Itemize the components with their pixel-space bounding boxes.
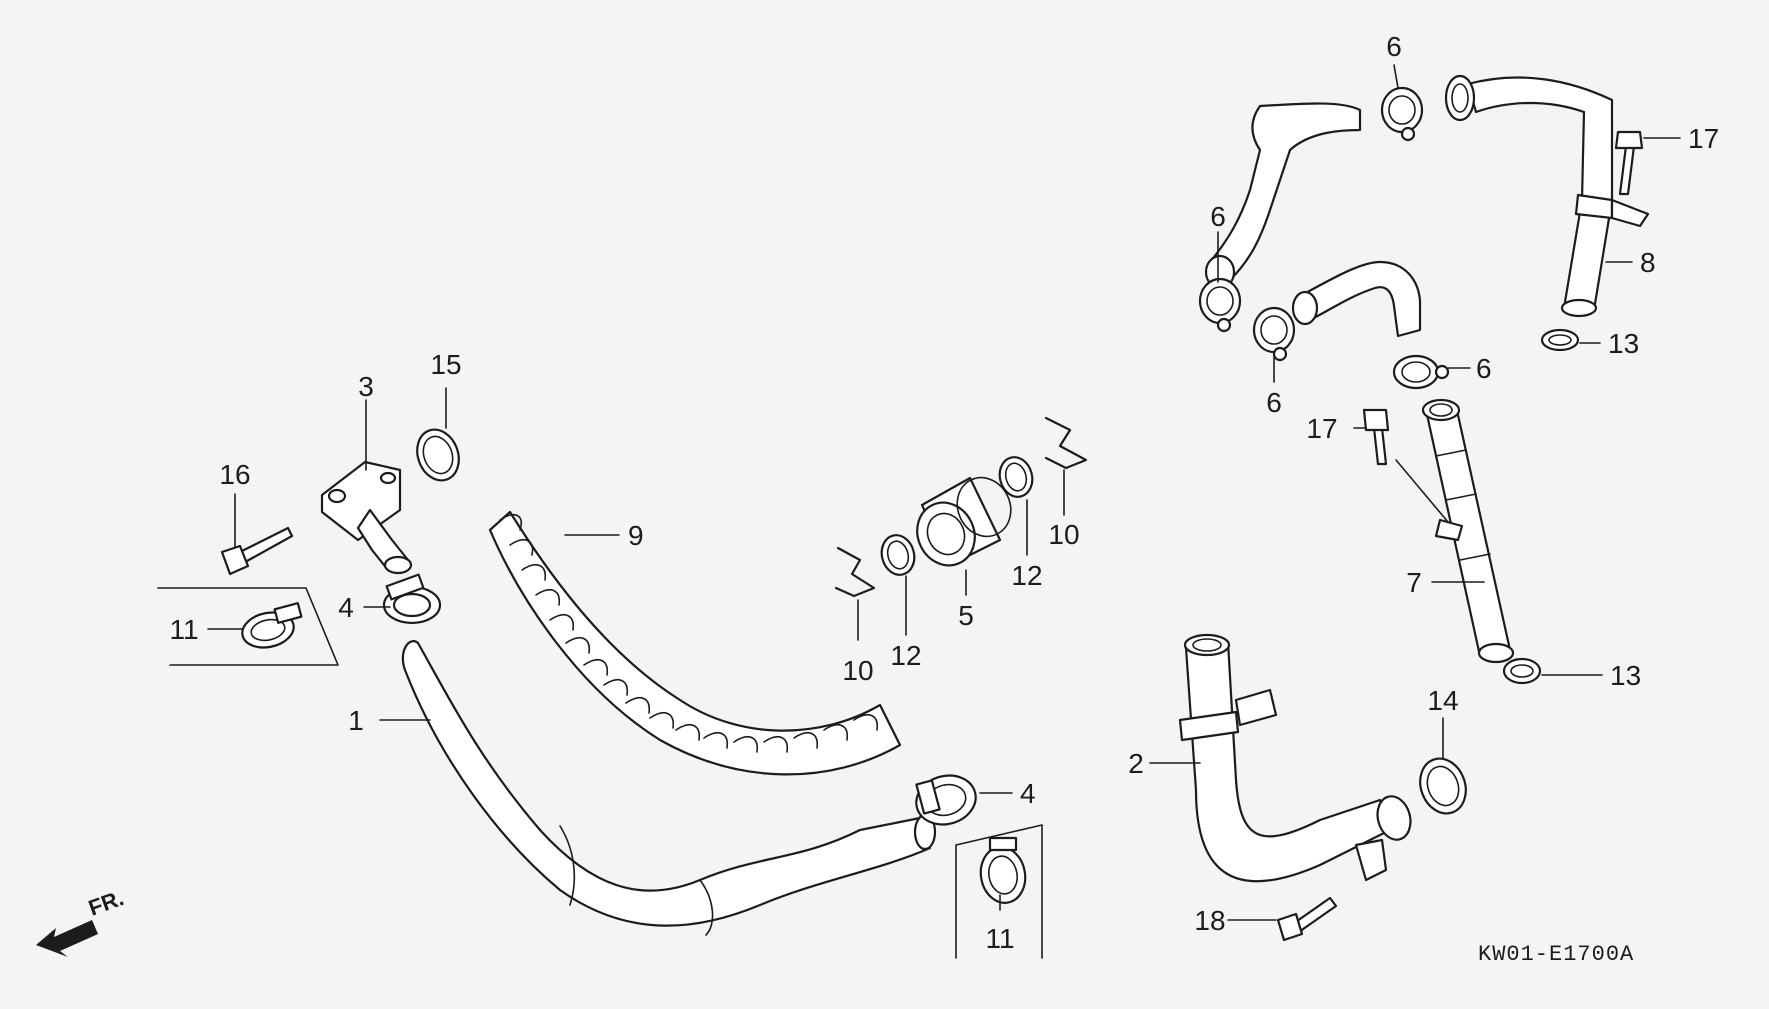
callout-14: 14 <box>1427 685 1458 716</box>
part-6-clamp-top <box>1380 86 1424 142</box>
callout-6-middle: 6 <box>1266 387 1282 418</box>
front-label: FR. <box>85 885 127 921</box>
callout-16: 16 <box>219 459 250 490</box>
part-2-water-pipe <box>1178 633 1412 883</box>
part-13-o-ring-lower <box>1502 657 1542 685</box>
part-10-clip-left <box>834 546 876 598</box>
callout-6-top: 6 <box>1386 31 1402 62</box>
front-direction-marker: FR. <box>36 885 127 957</box>
callout-1: 1 <box>348 705 364 736</box>
part-14-o-ring <box>1419 757 1467 815</box>
callout-12-right: 12 <box>1011 560 1042 591</box>
part-18-bolt <box>1276 896 1338 942</box>
part-6-clamp-right <box>1392 354 1450 390</box>
callout-10-right: 10 <box>1048 519 1079 550</box>
callout-12-left: 12 <box>890 640 921 671</box>
small-hose-lower <box>1291 260 1422 338</box>
part-3-outlet-cover <box>320 460 413 575</box>
callout-10-left: 10 <box>842 655 873 686</box>
part-15-o-ring <box>416 428 460 482</box>
part-17-bolt-lower <box>1362 408 1390 466</box>
part-7-water-pipe <box>1395 398 1515 664</box>
part-10-clip-right <box>1044 416 1088 470</box>
part-4-hose-clamp-upper <box>382 573 442 625</box>
part-9-corrugated-protector <box>488 510 902 776</box>
callout-11-right: 11 <box>985 923 1014 954</box>
callout-5: 5 <box>958 600 974 631</box>
callout-18: 18 <box>1194 905 1225 936</box>
callout-4-upper: 4 <box>338 592 354 623</box>
callout-6-left: 6 <box>1210 201 1226 232</box>
callout-13-lower: 13 <box>1610 660 1641 691</box>
callout-4-lower: 4 <box>1020 778 1036 809</box>
part-5-joint-sleeve <box>916 476 1012 567</box>
callout-7: 7 <box>1406 567 1422 598</box>
part-8-water-pipe <box>1444 74 1650 318</box>
part-16-bolt <box>220 526 294 576</box>
callout-2: 2 <box>1128 748 1144 779</box>
part-11-clamp-right <box>955 824 1043 959</box>
part-12-o-ring-right <box>998 456 1034 498</box>
callout-6-right: 6 <box>1476 353 1492 384</box>
part-13-o-ring-upper <box>1540 328 1580 352</box>
leader-lines <box>207 64 1681 921</box>
part-12-o-ring-left <box>880 534 916 576</box>
part-6-clamp-middle <box>1252 306 1296 362</box>
callout-13-upper: 13 <box>1608 328 1639 359</box>
callout-labels: 1 2 3 4 4 5 6 6 6 6 7 8 9 10 10 11 11 12… <box>169 31 1719 954</box>
callout-9: 9 <box>628 520 644 551</box>
part-1-lower-hose <box>401 640 937 936</box>
callout-17-lower: 17 <box>1306 413 1337 444</box>
front-arrow-icon <box>36 920 98 957</box>
callout-15: 15 <box>430 349 461 380</box>
callout-11-left: 11 <box>169 614 198 645</box>
part-6-clamp-left <box>1198 277 1242 333</box>
part-17-bolt-upper <box>1614 130 1644 196</box>
part-11-clamp-left <box>157 587 339 666</box>
part-4-hose-clamp-lower <box>915 774 977 826</box>
small-hose-upper <box>1204 102 1362 290</box>
callout-17-upper: 17 <box>1688 123 1719 154</box>
diagram-code: KW01-E1700A <box>1478 942 1634 967</box>
callout-3: 3 <box>358 371 374 402</box>
callout-8: 8 <box>1640 247 1656 278</box>
